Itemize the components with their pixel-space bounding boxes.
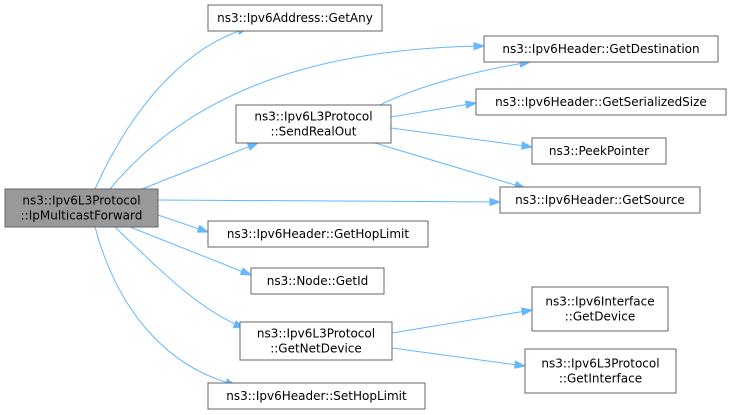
node-label-line: ns3::Ipv6Header::GetDestination [502,42,699,56]
node-get-source[interactable]: ns3::Ipv6Header::GetSource [499,186,701,214]
node-box[interactable] [483,35,719,63]
node-label-line: ::GetNetDevice [270,342,362,356]
edge-send_real_out-to-get_serialized_size [390,100,478,118]
node-label-line: ::IpMulticastForward [21,209,143,223]
edge-line [94,226,237,386]
node-box[interactable] [250,267,385,295]
node-box[interactable] [475,88,727,116]
node-box[interactable] [4,188,159,228]
edge-ip_multicast_forward-to-get_any [94,26,250,190]
node-get-serialized-size[interactable]: ns3::Ipv6Header::GetSerializedSize [475,88,727,116]
edge-arrowhead [196,224,210,233]
edge-ip_multicast_forward-to-get_hop_limit [157,214,210,233]
nodes-layer: ns3::Ipv6L3Protocol::IpMulticastForwardn… [4,4,727,410]
node-label-line: ns3::PeekPointer [549,144,649,158]
edge-arrowhead [521,141,534,150]
edge-arrowhead [246,142,260,151]
node-peek-pointer[interactable]: ns3::PeekPointer [531,137,667,165]
node-label-line: ns3::Ipv6L3Protocol [541,357,659,371]
edge-ip_multicast_forward-to-node_get_id [129,226,253,276]
node-node-get-id[interactable]: ns3::Node::GetId [250,267,385,295]
edge-arrowhead [239,267,253,276]
node-box[interactable] [239,321,393,361]
edge-line [94,27,249,190]
edge-arrowhead [464,100,478,109]
node-label-line: ::GetDevice [565,310,636,324]
node-label-line: ns3::Ipv6Header::GetHopLimit [227,227,409,241]
edge-ip_multicast_forward-to-send_real_out [141,142,260,190]
edge-arrowhead [489,197,502,207]
edge-get_net_device-to-interface_get_device [391,307,534,334]
edge-line [391,347,526,367]
node-get-hop-limit[interactable]: ns3::Ipv6Header::GetHopLimit [207,220,429,248]
node-get-any[interactable]: ns3::Ipv6Address::GetAny [207,4,383,32]
edge-ip_multicast_forward-to-get_source [157,197,502,207]
edge-arrowhead [473,41,486,51]
edge-line [109,45,485,190]
node-interface-get-device[interactable]: ns3::Ipv6Interface::GetDevice [531,286,669,332]
node-box[interactable] [531,286,669,332]
node-box[interactable] [235,104,392,144]
node-box[interactable] [207,4,383,32]
node-send-real-out[interactable]: ns3::Ipv6L3Protocol::SendRealOut [235,104,392,144]
node-set-hop-limit[interactable]: ns3::Ipv6Header::SetHopLimit [207,382,426,410]
edge-send_real_out-to-peek_pointer [390,127,534,150]
node-label-line: ns3::Ipv6Header::GetSource [515,193,685,207]
edge-line [141,142,259,190]
node-box[interactable] [207,382,426,410]
edge-ip_multicast_forward-to-get_destination [109,41,486,190]
node-label-line: ns3::Ipv6Interface [545,295,654,309]
node-label-line: ::GetInterface [559,372,642,386]
node-label-line: ns3::Ipv6Header::SetHopLimit [226,389,407,403]
node-label-line: ns3::Ipv6L3Protocol [22,194,140,208]
node-box[interactable] [531,137,667,165]
node-box[interactable] [499,186,701,214]
node-ip-multicast-forward[interactable]: ns3::Ipv6L3Protocol::IpMulticastForward [4,188,159,228]
edge-line [390,102,477,118]
node-label-line: ns3::Ipv6L3Protocol [257,327,375,341]
edge-line [391,309,533,334]
node-box[interactable] [524,348,677,394]
edge-line [374,142,526,189]
edge-line [379,61,531,106]
node-get-net-device[interactable]: ns3::Ipv6L3Protocol::GetNetDevice [239,321,393,361]
edge-line [157,199,501,203]
edge-line [114,226,245,329]
edge-ip_multicast_forward-to-set_hop_limit [94,226,238,387]
edge-line [129,226,252,276]
edge-arrowhead [514,360,527,369]
node-label-line: ns3::Ipv6L3Protocol [254,110,372,124]
node-label-line: ns3::Ipv6Address::GetAny [217,11,373,25]
edge-arrowhead [520,307,534,316]
node-box[interactable] [207,220,429,248]
node-label-line: ::SendRealOut [271,125,357,139]
node-get-interface[interactable]: ns3::Ipv6L3Protocol::GetInterface [524,348,677,394]
node-label-line: ns3::Ipv6Header::GetSerializedSize [495,95,707,109]
edge-get_net_device-to-get_interface [391,347,527,369]
edge-send_real_out-to-get_source [374,142,527,190]
node-get-destination[interactable]: ns3::Ipv6Header::GetDestination [483,35,719,63]
edge-line [390,127,533,148]
node-label-line: ns3::Node::GetId [267,274,369,288]
